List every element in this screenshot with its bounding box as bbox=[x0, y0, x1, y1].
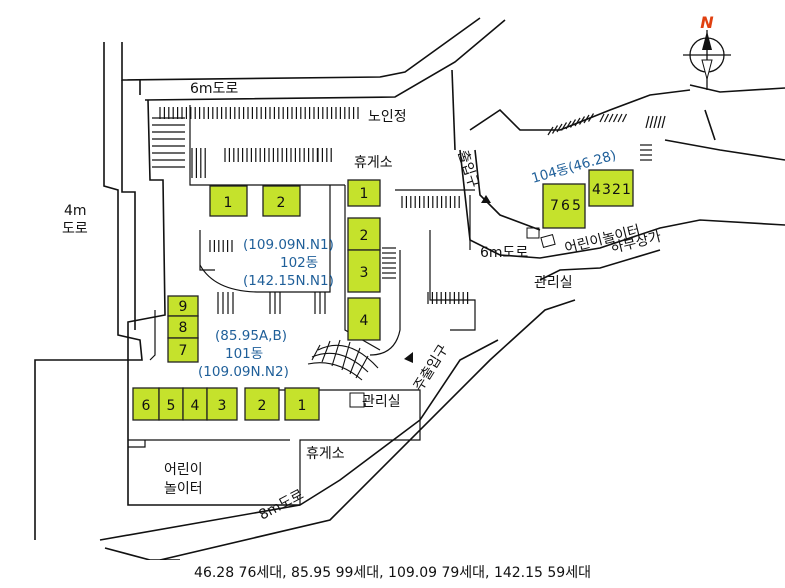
senior-pavilion-label: 노인정 bbox=[368, 109, 407, 125]
block-label: 4 bbox=[360, 313, 369, 329]
block-label: 1 bbox=[360, 186, 369, 202]
block-label: 7 bbox=[179, 343, 188, 359]
road-label-top: 6m도로 bbox=[190, 81, 238, 97]
block-label: 6 bbox=[561, 198, 570, 214]
building-102[interactable]: 1 2 1 2 3 4 bbox=[209, 179, 381, 341]
rest-area-top-label: 휴게소 bbox=[354, 155, 393, 171]
household-summary: 46.28 76세대, 85.95 99세대, 109.09 79세대, 142… bbox=[194, 565, 591, 581]
site-map: N 1 2 1 2 3 4 9 8 7 6 5 4 3 2 1 bbox=[34, 13, 785, 560]
guard-box bbox=[540, 234, 556, 248]
building-102-type-2: (142.15N.N1) bbox=[243, 273, 334, 289]
building-101-type-2: (109.09N.N2) bbox=[198, 364, 289, 380]
block-label: 5 bbox=[572, 198, 581, 214]
block-label: 3 bbox=[602, 182, 611, 198]
entrance-arrow-icon bbox=[481, 195, 491, 203]
block-label: 2 bbox=[258, 398, 267, 414]
block-label: 6 bbox=[142, 398, 151, 414]
north-label: N bbox=[700, 13, 714, 32]
guard-box bbox=[349, 392, 365, 408]
block-label: 3 bbox=[360, 265, 369, 281]
block-label: 2 bbox=[612, 182, 621, 198]
block-label: 4 bbox=[592, 182, 601, 198]
building-101-name: 101동 bbox=[225, 346, 263, 362]
playground-left-label-2: 놀이터 bbox=[164, 481, 203, 497]
building-101[interactable]: 9 8 7 6 5 4 3 2 1 bbox=[132, 295, 320, 421]
mgmt-office-center-label: 관리실 bbox=[362, 394, 401, 410]
building-102-name: 102동 bbox=[280, 255, 318, 271]
road-label-left: 4m bbox=[64, 203, 87, 219]
guard-box bbox=[526, 227, 540, 239]
block-label: 2 bbox=[277, 195, 286, 211]
rest-area-bottom-label: 휴게소 bbox=[306, 446, 345, 462]
block-label: 1 bbox=[622, 182, 631, 198]
building-102-type-1: (109.09N.N1) bbox=[243, 237, 334, 253]
mgmt-office-right-label: 관리실 bbox=[534, 275, 573, 291]
block-label: 7 bbox=[550, 198, 559, 214]
block-label: 9 bbox=[179, 299, 188, 315]
road-label-right: 6m도로 bbox=[480, 245, 528, 261]
spiral-ramp bbox=[307, 339, 379, 381]
main-entrance-label: 주출입구 bbox=[411, 342, 452, 394]
entrance-arrow-icon bbox=[404, 352, 413, 363]
block-label: 2 bbox=[360, 228, 369, 244]
road-outlines bbox=[34, 17, 785, 560]
block-label: 5 bbox=[167, 398, 176, 414]
building-101-type-1: (85.95A,B) bbox=[215, 328, 287, 344]
map-labels: 6m도로 4m 도로 6m도로 8m도로 주출입구 출입구 노인정 휴게소 휴게… bbox=[62, 81, 663, 524]
block-label: 1 bbox=[298, 398, 307, 414]
building-104[interactable]: 7 6 5 4 3 2 1 bbox=[542, 169, 634, 229]
parking-stripes bbox=[152, 107, 666, 314]
playground-left-label: 어린이 bbox=[164, 462, 203, 478]
block-label: 3 bbox=[218, 398, 227, 414]
block-label: 4 bbox=[191, 398, 200, 414]
block-label: 8 bbox=[179, 320, 188, 336]
road-label-left-2: 도로 bbox=[62, 221, 88, 237]
compass-rose-icon: N bbox=[683, 13, 731, 90]
block-label: 1 bbox=[224, 195, 233, 211]
